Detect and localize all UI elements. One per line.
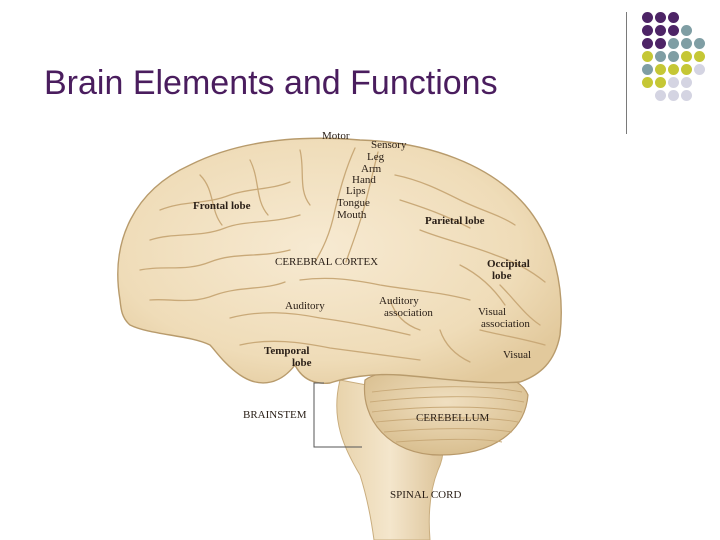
label-frontal-lobe: Frontal lobe: [193, 200, 251, 212]
label-mouth: Mouth: [337, 209, 367, 221]
label-leg: Leg: [367, 151, 385, 163]
label-tongue: Tongue: [337, 197, 370, 209]
label-auditory-association-line2: association: [384, 307, 433, 319]
label-parietal-lobe: Parietal lobe: [425, 215, 485, 227]
label-visual-association-line2: association: [481, 318, 530, 330]
label-occipital-lobe-line2: lobe: [492, 270, 512, 282]
label-cerebral-cortex: CEREBRAL CORTEX: [275, 256, 378, 268]
label-lips: Lips: [346, 185, 366, 197]
label-sensory: Sensory: [371, 139, 407, 151]
label-cerebellum: CEREBELLUM: [416, 412, 490, 424]
label-auditory: Auditory: [285, 300, 325, 312]
label-temporal-lobe-line1: Temporal: [264, 345, 309, 357]
label-visual-association-line1: Visual: [478, 306, 506, 318]
label-motor: Motor: [322, 130, 350, 142]
label-temporal-lobe-line2: lobe: [292, 357, 312, 369]
label-occipital-lobe-line1: Occipital: [487, 258, 530, 270]
label-auditory-association-line1: Auditory: [379, 295, 419, 307]
label-brainstem: BRAINSTEM: [243, 409, 307, 421]
label-spinal-cord: SPINAL CORD: [390, 489, 461, 501]
label-visual: Visual: [503, 349, 531, 361]
